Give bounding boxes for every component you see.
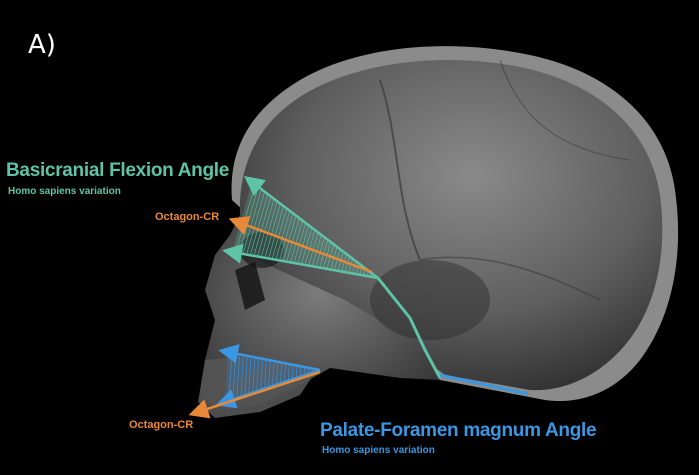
- panel-label: A): [28, 30, 56, 60]
- octagon-cr-bottom-arrow: [188, 370, 321, 419]
- basicranial-angle-title: Basicranial Flexion Angle: [6, 160, 230, 181]
- octagon-cr-top-arrow: [228, 216, 373, 274]
- skull-temporal-shadow: [370, 260, 490, 340]
- basicranial-angle-wedge: [222, 175, 442, 379]
- skull-suture: [419, 256, 601, 301]
- octagon-cr-top-label: Octagon-CR: [155, 211, 220, 223]
- palate-foramen-angle-subtitle: Homo sapiens variation: [322, 445, 435, 456]
- basicranial-angle-subtitle: Homo sapiens variation: [8, 186, 121, 197]
- skull-nasal-cavity: [235, 262, 265, 310]
- skull-suture: [379, 79, 421, 261]
- skull-suture: [499, 59, 631, 161]
- octagon-cr-bottom-label: Octagon-CR: [129, 419, 194, 431]
- palate-foramen-angle-title: Palate-Foramen magnum Angle: [320, 420, 597, 441]
- skull-cranium: [239, 60, 663, 391]
